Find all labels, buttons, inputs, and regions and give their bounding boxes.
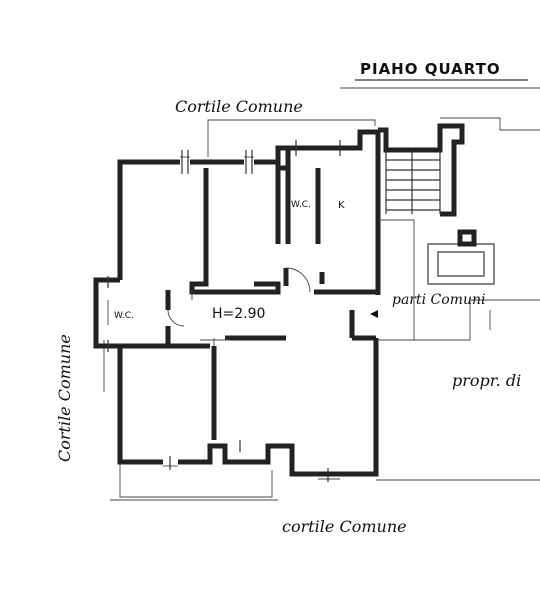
exterior-walls	[93, 129, 381, 477]
wc-left-label: W.C.	[114, 311, 134, 321]
staircase	[378, 123, 465, 217]
courtyard-bottom-label: cortile Comune	[282, 517, 407, 536]
courtyard-boundaries	[103, 117, 540, 501]
floor-title: PIAHO QUARTO	[360, 60, 501, 78]
common-area	[370, 219, 540, 341]
interior-walls	[165, 150, 376, 440]
window-marks	[107, 140, 341, 482]
wc-upper-label: W.C.	[291, 200, 311, 210]
kitchen-label: K	[338, 200, 345, 211]
neighbor-property-label: propr. di	[452, 371, 521, 390]
common-parts-label: parti Comuni	[392, 292, 485, 308]
ceiling-height-label: H=2.90	[212, 306, 265, 322]
courtyard-left-label: Cortile Comune	[55, 334, 74, 462]
elevator-box	[427, 229, 495, 285]
courtyard-top-label: Cortile Comune	[175, 97, 303, 116]
